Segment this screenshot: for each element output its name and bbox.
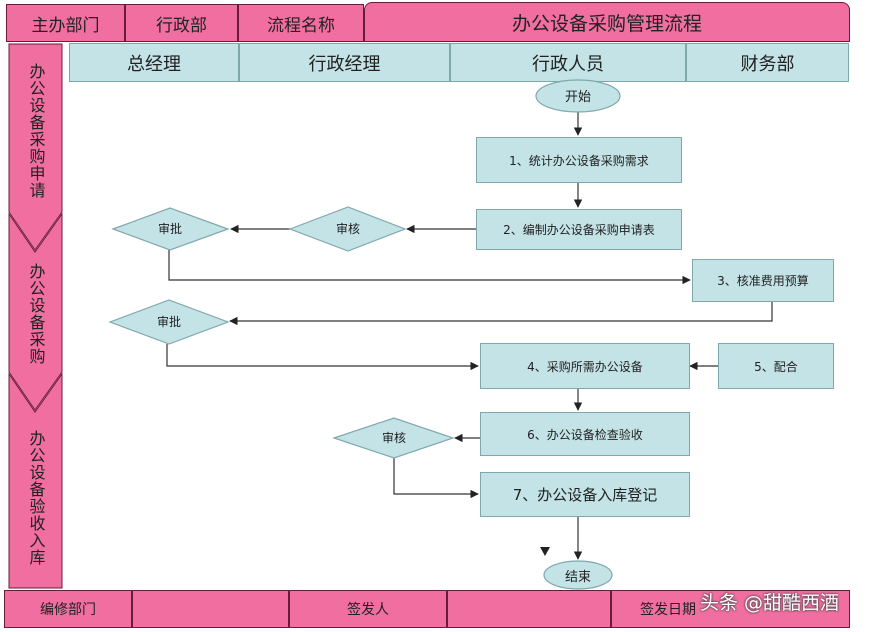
decision-review-2: 审核 <box>381 431 406 445</box>
role-general-manager: 总经理 <box>69 43 239 82</box>
footer-issue-date-label: 签发日期 <box>611 590 850 628</box>
phase-inspection-storage: 办公设备验收入库 <box>26 430 46 566</box>
end-node: 结束 <box>564 570 591 585</box>
decision-approve-2: 审批 <box>156 315 181 329</box>
step-7-box: 7、办公设备入库登记 <box>480 472 690 517</box>
decision-approve-1: 审批 <box>157 222 182 236</box>
phase-purchase: 办公设备采购 <box>26 263 46 365</box>
step-5-box: 5、配合 <box>718 343 834 389</box>
role-finance-dept: 财务部 <box>686 43 849 82</box>
start-node: 开始 <box>564 90 591 105</box>
step-2-box: 2、编制办公设备采购申请表 <box>476 209 682 250</box>
footer-issuer-value <box>447 590 611 628</box>
dept-label-cell: 主办部门 <box>6 4 125 42</box>
step-3-box: 3、核准费用预算 <box>692 259 834 302</box>
phase-purchase-request: 办公设备采购申请 <box>26 63 46 199</box>
footer-edit-dept-value <box>132 590 289 628</box>
flow-title-cell: 办公设备采购管理流程 <box>364 2 850 42</box>
step-6-box: 6、办公设备检查验收 <box>480 412 690 456</box>
role-admin-staff: 行政人员 <box>450 43 686 82</box>
step-1-box: 1、统计办公设备采购需求 <box>476 137 682 183</box>
step-4-box: 4、采购所需办公设备 <box>480 343 690 389</box>
footer-edit-dept-label: 编修部门 <box>4 590 132 628</box>
role-admin-manager: 行政经理 <box>239 43 450 82</box>
footer-issuer-label: 签发人 <box>289 590 447 628</box>
flow-label-cell: 流程名称 <box>238 4 364 42</box>
dept-value-cell: 行政部 <box>125 4 238 42</box>
decision-review-1: 审核 <box>335 222 360 236</box>
watermark: 头条 @甜酷西酒 <box>700 592 840 614</box>
